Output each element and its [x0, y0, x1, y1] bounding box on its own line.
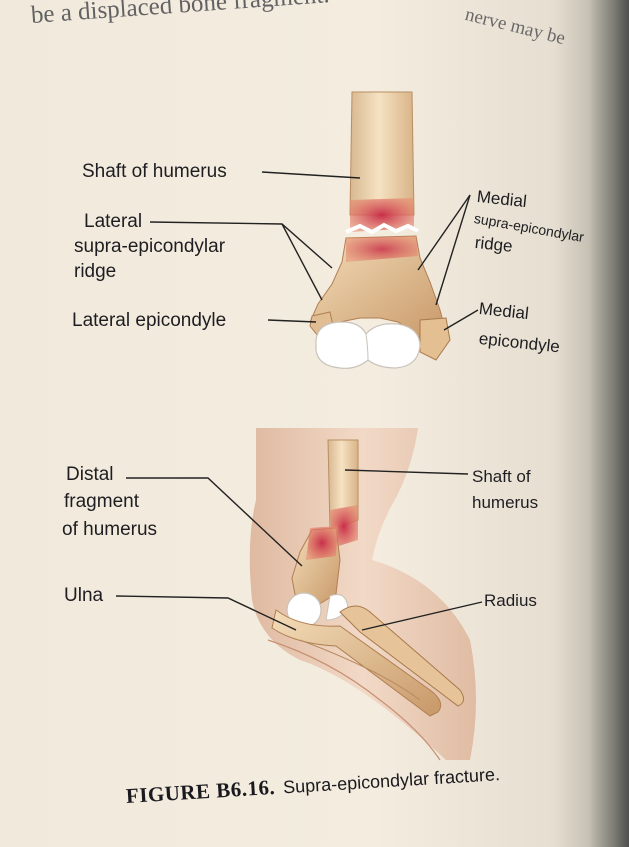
label-lateral-epicondyle: Lateral epicondyle: [72, 309, 226, 333]
label-medial-ridge-line3: ridge: [474, 232, 514, 257]
label-shaft-of-humerus-bottom-line1: Shaft of: [472, 466, 531, 487]
label-distal-fragment-line3: of humerus: [62, 518, 157, 542]
label-distal-fragment-line2: fragment: [64, 490, 139, 514]
label-lateral-ridge-line1: Lateral: [84, 210, 142, 234]
elbow-bottom-view: [250, 428, 476, 760]
label-shaft-of-humerus-bottom-line2: humerus: [472, 492, 538, 513]
label-ulna: Ulna: [64, 584, 103, 608]
label-shaft-of-humerus-top: Shaft of humerus: [82, 160, 227, 184]
label-distal-fragment-line1: Distal: [66, 463, 114, 487]
label-lateral-ridge-line2: supra-epicondylar: [74, 235, 225, 259]
label-radius: Radius: [484, 590, 537, 611]
label-lateral-ridge-line3: ridge: [74, 260, 116, 284]
humerus-top-view: [310, 92, 450, 368]
